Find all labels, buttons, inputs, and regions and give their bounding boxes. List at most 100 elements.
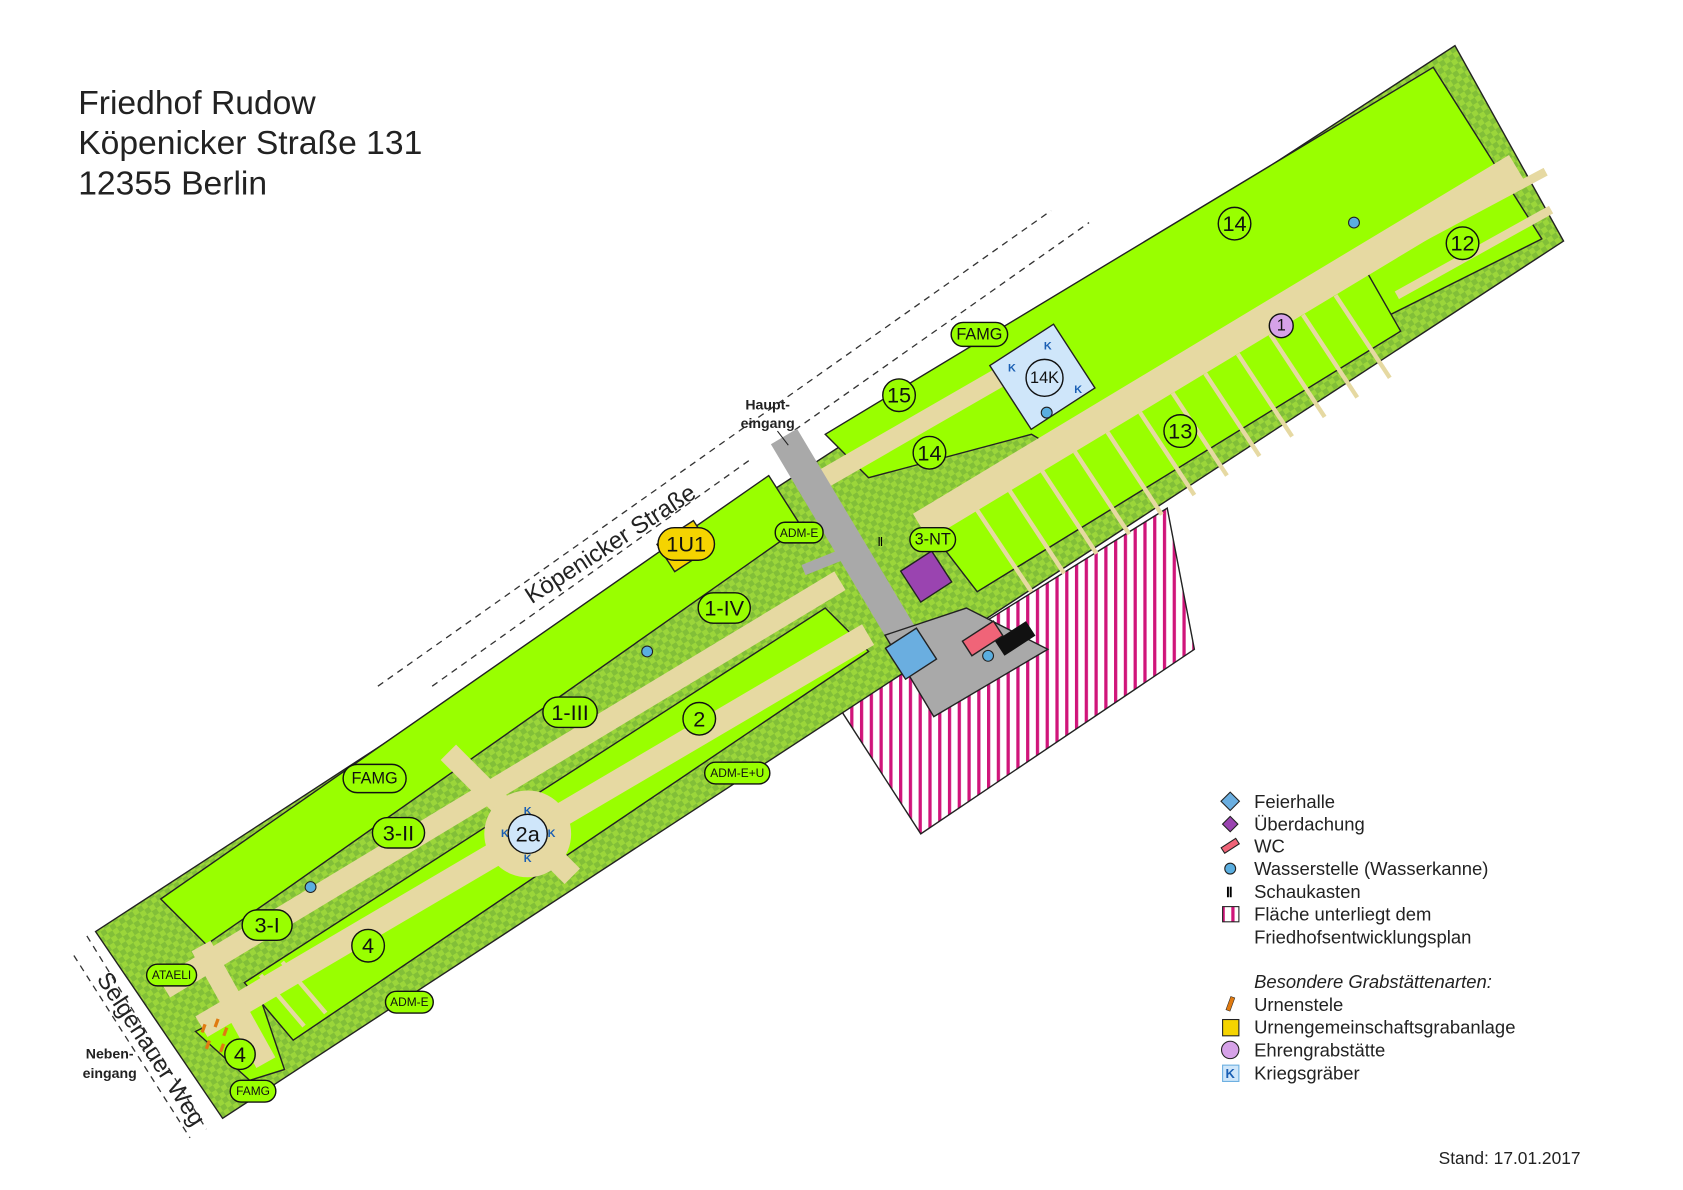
k-marker: K [1044, 341, 1052, 353]
urn-stele-icons [200, 1018, 229, 1053]
svg-text:Haupt-: Haupt- [745, 396, 790, 412]
svg-text:12: 12 [1450, 231, 1474, 256]
wc-building [961, 620, 1004, 657]
svg-text:eingang: eingang [741, 415, 795, 431]
main-entrance-label: Haupt- eingang [741, 396, 795, 446]
chapel-building [884, 627, 938, 681]
water-point-icon [982, 649, 995, 662]
title-city: 12355 Berlin [78, 165, 267, 202]
svg-text:Besondere Grabstättenarten:: Besondere Grabstättenarten: [1254, 971, 1492, 992]
svg-text:14: 14 [1222, 211, 1246, 236]
field-label[interactable]: 14 [912, 435, 947, 470]
field-label[interactable]: 15 [882, 378, 917, 413]
field-label[interactable]: 12 [1445, 226, 1480, 261]
svg-text:Überdachung: Überdachung [1254, 814, 1365, 835]
field-label[interactable]: 3-NT [909, 526, 957, 553]
wc-bar-icon [1220, 837, 1241, 855]
field-label[interactable]: 14 [1217, 206, 1252, 241]
svg-text:4: 4 [362, 933, 374, 958]
svg-text:Neben-: Neben- [86, 1046, 134, 1062]
hatched-area-icon [1222, 906, 1240, 923]
svg-text:Friedhofsentwicklungsplan: Friedhofsentwicklungsplan [1254, 927, 1471, 948]
svg-text:Kriegsgräber: Kriegsgräber [1254, 1062, 1360, 1083]
svg-text:eingang: eingang [83, 1065, 137, 1081]
date-stamp: Stand: 17.01.2017 [1439, 1148, 1581, 1168]
svg-text:1U1: 1U1 [666, 531, 706, 556]
chapel-diamond-icon [1220, 791, 1241, 812]
svg-text:2a: 2a [516, 821, 541, 846]
field-label[interactable]: 2 [682, 701, 717, 736]
water-point-icon [1224, 862, 1237, 875]
street-lines [73, 210, 1090, 1139]
war-grave-markers: K K K K K K K [501, 341, 1082, 865]
display-case-icon: Ⅱ [877, 535, 883, 549]
field-label[interactable]: 4 [224, 1038, 256, 1071]
svg-text:WC: WC [1254, 835, 1285, 856]
urn-stele-icon [1225, 996, 1236, 1012]
svg-text:FAMG: FAMG [956, 325, 1002, 343]
svg-text:Feierhalle: Feierhalle [1254, 791, 1335, 812]
urn-community-icon [1222, 1018, 1240, 1037]
field-label[interactable]: FAMG [950, 321, 1009, 348]
field-label[interactable]: 3-II [371, 816, 426, 849]
field-label[interactable]: 4 [351, 928, 386, 963]
field-label[interactable]: FAMG [229, 1079, 277, 1103]
svg-text:Urnenstele: Urnenstele [1254, 994, 1343, 1015]
svg-text:FAMG: FAMG [236, 1084, 270, 1098]
field-label[interactable]: 2a [507, 813, 548, 855]
svg-text:Schaukasten: Schaukasten [1254, 881, 1361, 902]
honorary-grave[interactable]: 1 [1268, 313, 1294, 339]
honorary-grave-icon [1220, 1040, 1240, 1060]
svg-text:ADM-E+U: ADM-E+U [710, 766, 764, 780]
field-label[interactable]: ADM-E+U [703, 761, 771, 785]
canopy-diamond-icon [1221, 815, 1239, 833]
svg-text:ADM-E: ADM-E [780, 526, 819, 540]
water-point-icon [1348, 216, 1360, 229]
svg-text:4: 4 [234, 1042, 246, 1067]
svg-text:13: 13 [1168, 419, 1192, 444]
k-marker: K [548, 828, 556, 840]
field-label[interactable]: 1-IV [697, 592, 752, 624]
k-marker: K [501, 828, 509, 840]
svg-text:3-NT: 3-NT [915, 531, 951, 549]
legend: Feierhalle Überdachung WC Wasserstelle (… [1220, 791, 1515, 1083]
water-point-icon [641, 645, 654, 658]
svg-text:Fläche unterliegt dem: Fläche unterliegt dem [1254, 904, 1431, 925]
field-label[interactable]: 14K [1025, 358, 1064, 398]
field-label[interactable]: ATAELI [145, 963, 198, 987]
field-label[interactable]: ADM-E [774, 521, 824, 544]
field-labels: 14 12 1 13 14K FAMG 15 14 3-NT ADM-E 1U1… [145, 206, 1480, 1103]
development-plan-area [840, 506, 1196, 835]
k-marker: K [524, 805, 532, 817]
map-title: Friedhof Rudow Köpenicker Straße 131 123… [78, 85, 422, 202]
svg-text:3-II: 3-II [383, 820, 414, 845]
field-label[interactable]: ADM-E [384, 990, 434, 1014]
svg-text:ADM-E: ADM-E [390, 995, 429, 1009]
k-marker: K [524, 853, 532, 865]
field-label[interactable]: 13 [1163, 414, 1198, 449]
svg-text:Ehrengrabstätte: Ehrengrabstätte [1254, 1039, 1385, 1060]
canopy-building [899, 550, 953, 604]
svg-text:1: 1 [1277, 317, 1286, 335]
svg-text:1-III: 1-III [551, 700, 588, 725]
svg-text:ATAELI: ATAELI [152, 968, 191, 982]
svg-text:1-IV: 1-IV [704, 596, 744, 621]
svg-text:14: 14 [917, 440, 941, 465]
svg-text:FAMG: FAMG [352, 769, 398, 787]
svg-text:2: 2 [693, 706, 705, 731]
field-label[interactable]: FAMG [342, 763, 407, 794]
row-paths [258, 294, 1392, 1028]
title-street: Köpenicker Straße 131 [78, 125, 422, 162]
war-graves-icon: K [1222, 1064, 1240, 1082]
water-points [304, 216, 1360, 894]
field-label[interactable]: 1-III [542, 696, 598, 729]
field-label[interactable]: 1U1 [657, 526, 716, 561]
svg-text:15: 15 [887, 383, 911, 408]
water-point-icon [1040, 406, 1053, 419]
display-case-icon: Ⅱ [1226, 884, 1233, 900]
field-label[interactable]: 3-I [241, 909, 293, 941]
svg-text:3-I: 3-I [254, 913, 279, 938]
title-name: Friedhof Rudow [78, 85, 316, 122]
k-marker: K [1008, 362, 1016, 374]
